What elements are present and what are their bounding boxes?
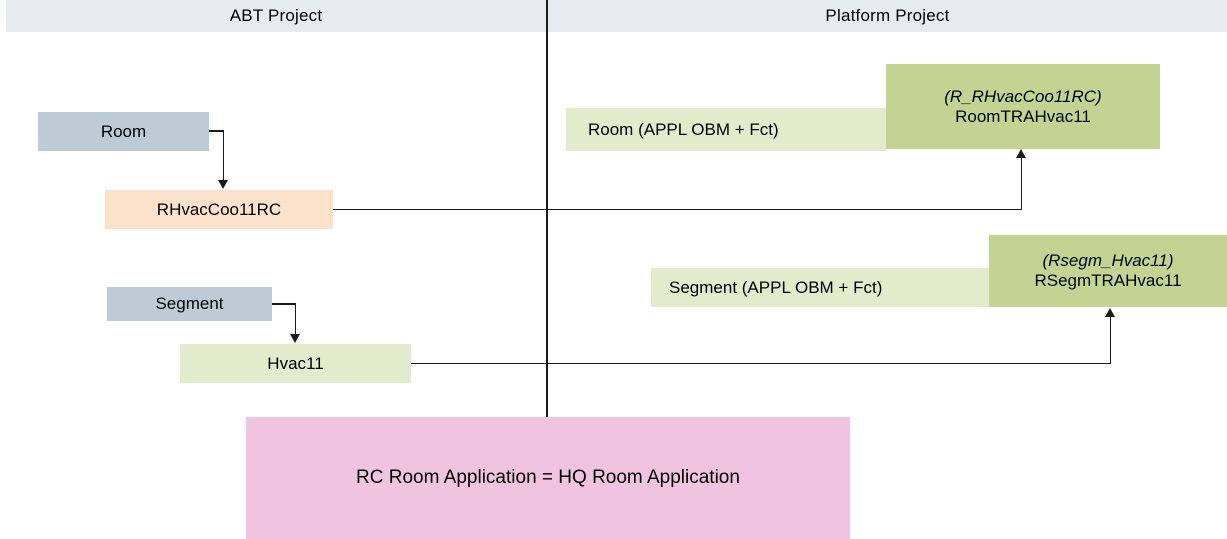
connector-segment-to-hvac11-segment-h <box>272 303 296 305</box>
connector-room-to-rhvaccoo11rc-segment-v <box>222 130 224 180</box>
connector-rhvaccoo11rc-to-roomtrahvac11-segment-h <box>333 208 1022 210</box>
arrowhead-rhvaccoo11rc-to-roomtrahvac11 <box>1016 149 1026 158</box>
node-rsegmtrahvac11[interactable]: (Rsegm_Hvac11) RSegmTRAHvac11 <box>989 235 1227 307</box>
node-segment-label: Segment <box>155 294 224 314</box>
node-roomtrahvac11-label: RoomTRAHvac11 <box>955 106 1091 126</box>
node-room[interactable]: Room <box>38 112 209 151</box>
node-roomtrahvac11-alias: (R_RHvacCoo11RC) <box>944 86 1102 106</box>
arrowhead-segment-to-hvac11 <box>290 334 300 343</box>
arrowhead-room-to-rhvaccoo11rc <box>218 180 228 189</box>
node-hvac11[interactable]: Hvac11 <box>180 344 411 383</box>
column-header-abt-project-label: ABT Project <box>229 6 323 25</box>
node-rsegmtrahvac11-alias: (Rsegm_Hvac11) <box>1042 251 1174 271</box>
connector-segment-to-hvac11-segment-v <box>294 303 296 334</box>
connector-hvac11-to-rsegmtrahvac11-segment-h <box>411 362 1111 364</box>
node-hvac11-label: Hvac11 <box>267 353 324 373</box>
node-rhvaccoo11rc-label: RHvacCoo11RC <box>156 199 282 219</box>
node-segment-appl-obm-fct-label: Segment (APPL OBM + Fct) <box>669 277 883 297</box>
node-room-appl-obm-fct[interactable]: Room (APPL OBM + Fct) <box>566 108 886 151</box>
footer-note-label: RC Room Application = HQ Room Applicatio… <box>356 467 740 489</box>
node-segment[interactable]: Segment <box>107 287 272 321</box>
node-roomtrahvac11[interactable]: (R_RHvacCoo11RC) RoomTRAHvac11 <box>886 64 1160 149</box>
node-room-appl-obm-fct-label: Room (APPL OBM + Fct) <box>588 119 779 139</box>
connector-rhvaccoo11rc-to-roomtrahvac11-segment-v <box>1020 158 1022 209</box>
footer-note-box[interactable]: RC Room Application = HQ Room Applicatio… <box>246 417 850 539</box>
arrowhead-hvac11-to-rsegmtrahvac11 <box>1105 308 1115 317</box>
node-room-label: Room <box>100 121 147 141</box>
column-header-abt-project: ABT Project <box>6 0 546 32</box>
node-segment-appl-obm-fct[interactable]: Segment (APPL OBM + Fct) <box>651 268 989 307</box>
column-header-platform-project-label: Platform Project <box>825 6 950 25</box>
connector-hvac11-to-rsegmtrahvac11-segment-v <box>1109 317 1111 363</box>
node-rhvaccoo11rc[interactable]: RHvacCoo11RC <box>105 190 333 229</box>
node-rsegmtrahvac11-label: RSegmTRAHvac11 <box>1034 271 1182 290</box>
column-header-platform-project: Platform Project <box>548 0 1227 32</box>
connector-room-to-rhvaccoo11rc-segment-h <box>209 130 224 132</box>
